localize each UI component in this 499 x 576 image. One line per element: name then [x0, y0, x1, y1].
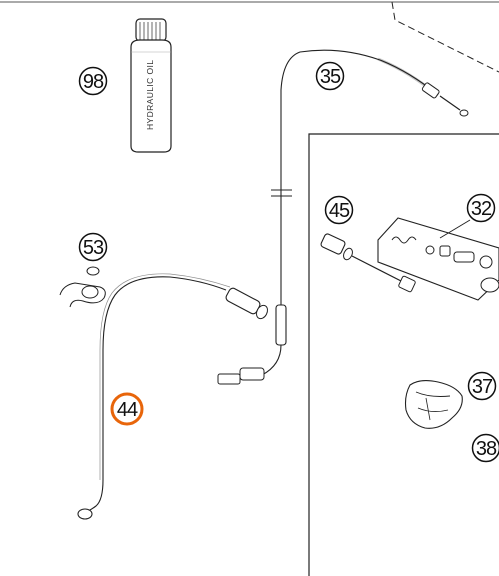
- callout-38-label: 38: [476, 438, 497, 460]
- inset-frame: [308, 133, 499, 576]
- cable-clip: [59, 266, 106, 308]
- bottle-label-text: HYDRAULIC OIL: [145, 60, 155, 130]
- callout-44-label: 44: [117, 399, 138, 421]
- repair-kit: [377, 217, 499, 301]
- callout-38: 38: [471, 433, 499, 463]
- callout-35-label: 35: [320, 66, 341, 88]
- brake-switch: [320, 233, 416, 293]
- callout-44-highlight-ring: [110, 392, 144, 426]
- callout-32: 32: [466, 193, 496, 223]
- hydraulic-line: [77, 273, 269, 520]
- callout-45: 45: [324, 195, 354, 225]
- clutch-cable: [217, 49, 469, 385]
- callout-98-label: 98: [83, 71, 104, 93]
- callout-45-label: 45: [329, 200, 350, 222]
- callout-37-label: 37: [472, 376, 493, 398]
- callout-35: 35: [315, 61, 345, 91]
- dashed-inset-outline: [391, 1, 499, 73]
- callout-37: 37: [467, 371, 497, 401]
- callout-44: 44: [110, 392, 144, 426]
- callout-53-label: 53: [83, 237, 104, 259]
- callout-98: 98: [78, 66, 108, 96]
- rubber-cap: [404, 379, 463, 429]
- callout-32-label: 32: [471, 198, 492, 220]
- callout-53: 53: [78, 232, 108, 262]
- hydraulic-oil-bottle: HYDRAULIC OIL: [130, 18, 172, 153]
